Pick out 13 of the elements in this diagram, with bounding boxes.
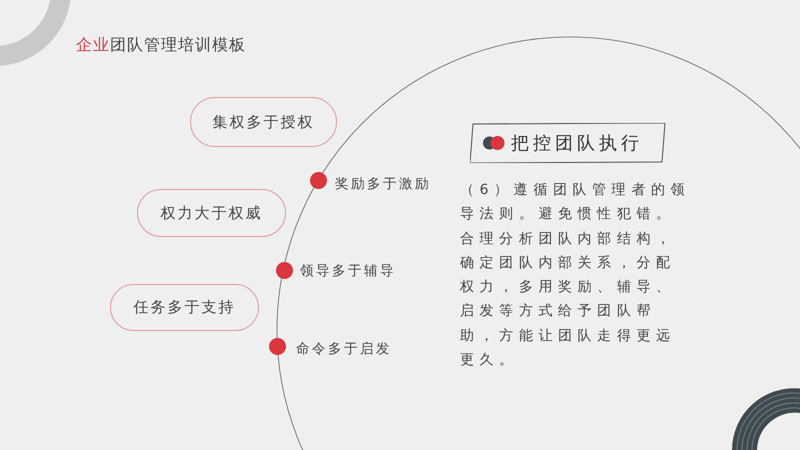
dot-marker	[269, 338, 286, 355]
point-label: 命令多于启发	[296, 340, 392, 358]
rounded-label: 权力大于权威	[137, 189, 286, 237]
point-label: 领导多于辅导	[300, 262, 396, 280]
point-label: 奖励多于激励	[335, 175, 431, 193]
rounded-label: 集权多于授权	[190, 97, 337, 147]
heading-box	[470, 123, 666, 163]
dot-marker	[310, 172, 327, 189]
dot-marker	[276, 262, 293, 279]
heading-text: 把控团队执行	[511, 132, 643, 155]
body-paragraph: （6）遵循团队管理者的领导法则。避免惯性犯错。合理分析团队内部结构，确定团队内部关系，分配权力，多用奖励、辅导、启发等方式给予团队帮助，方能让团队走得更远更久。	[460, 181, 692, 370]
title: 企业团队管理培训模板	[76, 35, 246, 56]
rounded-label: 任务多于支持	[110, 284, 259, 331]
